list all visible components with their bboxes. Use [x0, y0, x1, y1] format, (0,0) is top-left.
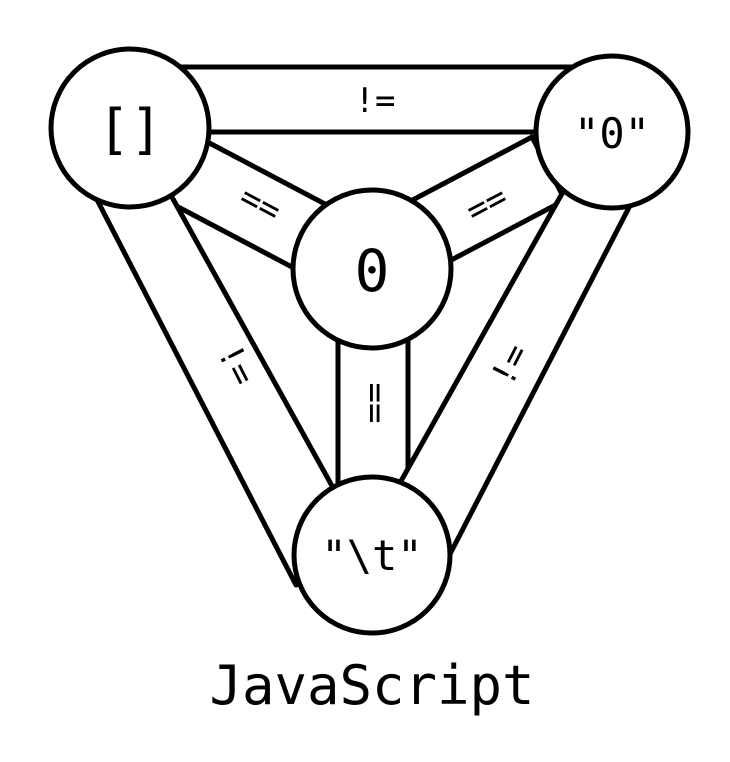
- node-tab-string-circle: [291, 474, 453, 636]
- caption-javascript: JavaScript: [209, 654, 534, 717]
- node-empty-array-circle: [48, 46, 212, 210]
- node-empty-array-label: []: [97, 98, 162, 161]
- edge-label-zero-tab: ==: [355, 383, 395, 424]
- node-string-zero-circle: [533, 53, 691, 211]
- edge-label-array-string-zero: !=: [355, 81, 396, 121]
- node-string-zero-label: "0": [574, 109, 650, 158]
- node-zero-circle: [290, 187, 454, 351]
- node-zero-label: 0: [355, 237, 390, 305]
- node-tab-string-label: "\t": [321, 531, 422, 580]
